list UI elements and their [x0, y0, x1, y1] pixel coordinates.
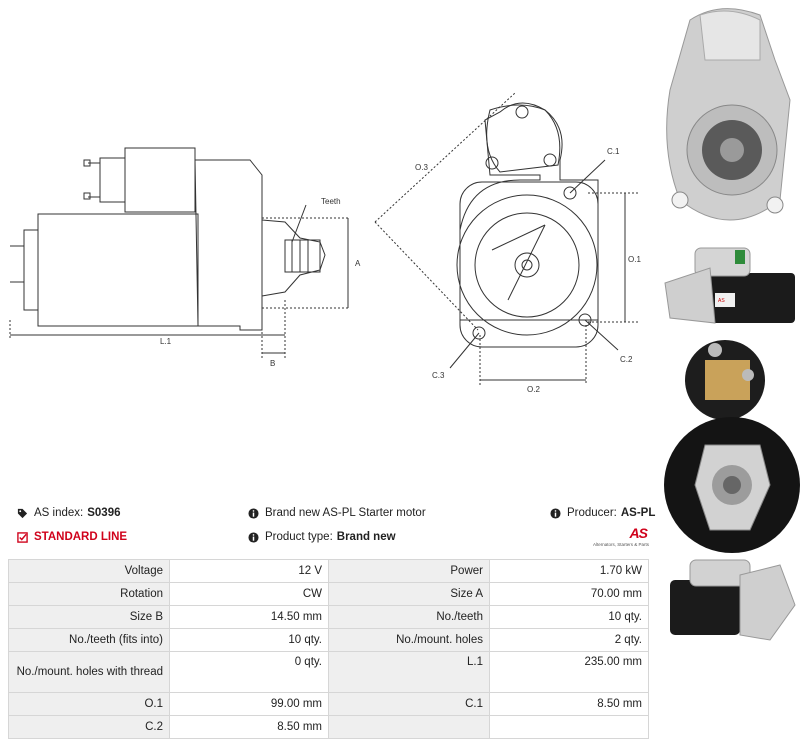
spec-value: 70.00 mm [489, 582, 649, 606]
spec-key: Size B [8, 605, 170, 629]
spec-key: C.2 [8, 715, 170, 739]
table-row: Rotation CW Size A 70.00 mm [8, 582, 649, 606]
info-icon [248, 507, 259, 519]
technical-drawing: Teeth A L.1 B O.3 C.1 O.1 C.3 O.2 C.2 [9, 92, 641, 394]
label-c2: C.2 [620, 355, 633, 364]
flange-outline [459, 181, 599, 348]
spec-key: C.1 [328, 692, 490, 716]
as-index-label: AS index: [34, 507, 84, 519]
label-c1: C.1 [607, 147, 620, 156]
description: Brand new AS-PL Starter motor [265, 507, 426, 519]
spec-key: Size A [328, 582, 490, 606]
spec-value: 10 qty. [169, 628, 329, 652]
spec-value: 8.50 mm [169, 715, 329, 739]
spec-value: 235.00 mm [489, 651, 649, 693]
tag-icon [17, 508, 28, 518]
spec-key: Voltage [8, 559, 170, 583]
spec-key: No./mount. holes [328, 628, 490, 652]
spec-value: 1.70 kW [489, 559, 649, 583]
product-photo-side-2 [660, 555, 800, 645]
label-a: A [355, 259, 361, 268]
spec-key: Rotation [8, 582, 170, 606]
as-pl-logo: AS Alternators, Starters & Parts [587, 525, 649, 551]
product-type-row: Product type: Brand new [248, 530, 396, 544]
spec-value: 10 qty. [489, 605, 649, 629]
info-icon [550, 507, 561, 519]
spec-key: No./teeth [328, 605, 490, 629]
spec-value: 8.50 mm [489, 692, 649, 716]
spec-value: 99.00 mm [169, 692, 329, 716]
description-row: Brand new AS-PL Starter motor [248, 506, 426, 520]
product-photo-rear [660, 335, 800, 555]
check-square-icon [17, 531, 28, 543]
solenoid-outline [124, 147, 196, 213]
standard-line-row: STANDARD LINE [17, 530, 127, 544]
spec-table: Voltage 12 V Power 1.70 kW Rotation CW S… [8, 559, 649, 739]
svg-text:AS: AS [718, 298, 725, 304]
label-o2: O.2 [527, 385, 540, 394]
product-type-value: Brand new [336, 531, 396, 543]
product-photo-side: AS [660, 238, 800, 333]
info-icon [248, 531, 259, 543]
spec-key: O.1 [8, 692, 170, 716]
logo-caption: Alternators, Starters & Parts [592, 542, 649, 547]
table-row: C.2 8.50 mm [8, 715, 649, 739]
spec-key: Power [328, 559, 490, 583]
table-row: Size B 14.50 mm No./teeth 10 qty. [8, 605, 649, 629]
label-l1: L.1 [160, 337, 172, 346]
product-photo-front [660, 0, 800, 240]
spec-value [489, 715, 649, 739]
table-row: O.1 99.00 mm C.1 8.50 mm [8, 692, 649, 716]
product-type-label: Product type: [265, 531, 333, 543]
table-row: No./teeth (fits into) 10 qty. No./mount.… [8, 628, 649, 652]
spec-value: 0 qty. [169, 651, 329, 693]
producer-row: Producer: AS-PL [550, 506, 655, 520]
label-o3: O.3 [415, 163, 428, 172]
motor-body-outline [37, 213, 199, 327]
label-c3: C.3 [432, 371, 445, 380]
spec-value: 12 V [169, 559, 329, 583]
spec-key: L.1 [328, 651, 490, 693]
spec-key [328, 715, 490, 739]
label-b: B [270, 359, 275, 368]
spec-key: No./mount. holes with thread [8, 651, 170, 693]
spec-value: 14.50 mm [169, 605, 329, 629]
spec-key: No./teeth (fits into) [8, 628, 170, 652]
table-row: No./mount. holes with thread 0 qty. L.1 … [8, 651, 649, 693]
table-row: Voltage 12 V Power 1.70 kW [8, 559, 649, 583]
label-o1: O.1 [628, 255, 641, 264]
label-teeth: Teeth [321, 197, 341, 206]
spec-value: 2 qty. [489, 628, 649, 652]
producer-label: Producer: [567, 507, 617, 519]
spec-value: CW [169, 582, 329, 606]
as-index-value: S0396 [87, 507, 121, 519]
logo-text: AS [629, 525, 648, 541]
as-index: AS index: S0396 [17, 506, 121, 520]
standard-line: STANDARD LINE [34, 531, 128, 543]
producer-value: AS-PL [620, 507, 656, 519]
